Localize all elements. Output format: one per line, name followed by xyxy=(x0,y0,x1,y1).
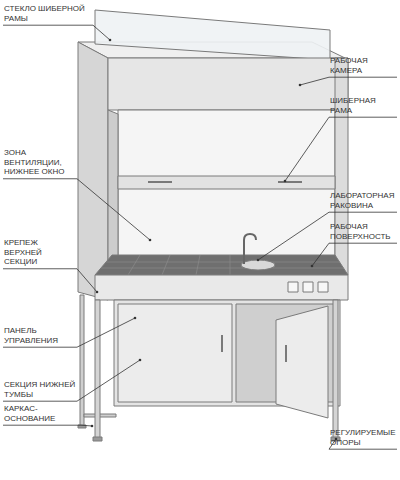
leader-dot xyxy=(109,39,112,42)
leader-dot xyxy=(311,265,314,268)
leader-line xyxy=(77,318,135,347)
part-label: КАРКАС-ОСНОВАНИЕ xyxy=(4,404,80,423)
label-underline xyxy=(329,449,397,450)
faucet xyxy=(244,234,256,264)
label-underline xyxy=(3,347,77,348)
sash-frame xyxy=(118,176,335,189)
leader-dot xyxy=(91,425,94,428)
handle xyxy=(148,181,172,183)
leader-line xyxy=(300,77,329,85)
door xyxy=(118,304,232,402)
socket xyxy=(303,282,313,292)
part-label: СТЕКЛО ШИБЕРНОЙ РАМЫ xyxy=(4,4,92,23)
leader-dot xyxy=(299,84,302,87)
chamber-back xyxy=(118,110,335,258)
label-underline xyxy=(3,401,77,402)
part-label: РАБОЧАЯ ПОВЕРХНОСТЬ xyxy=(330,222,396,241)
part-label: РАБОЧАЯ КАМЕРА xyxy=(330,56,396,75)
label-underline xyxy=(329,243,397,244)
label-underline xyxy=(3,268,77,269)
leader-line xyxy=(77,179,150,240)
leader-line xyxy=(285,117,329,181)
frame-post xyxy=(335,58,348,275)
leader-line xyxy=(81,425,92,427)
socket xyxy=(288,282,298,292)
leader-dot xyxy=(257,259,260,262)
foot xyxy=(93,437,102,441)
leg xyxy=(333,300,338,438)
leader-dot xyxy=(96,291,99,294)
leader-dot xyxy=(284,180,287,183)
side-panel xyxy=(78,42,108,300)
chamber-side xyxy=(108,110,118,262)
leader-dot xyxy=(149,239,152,242)
header-panel xyxy=(108,58,348,110)
part-label: РЕГУЛИРУЕМЫЕ ОПОРЫ xyxy=(330,428,396,447)
leader-line xyxy=(258,212,329,260)
label-underline xyxy=(329,77,397,78)
work-surface xyxy=(95,255,348,275)
part-label: ЗОНА ВЕНТИЛЯЦИИ, НИЖНЕЕ ОКНО xyxy=(4,148,76,177)
handle xyxy=(278,181,302,183)
sash-glass xyxy=(95,10,330,60)
leader-dot xyxy=(134,317,137,320)
label-underline xyxy=(3,425,81,426)
leader-line xyxy=(93,25,110,40)
label-underline xyxy=(3,25,93,26)
open-door xyxy=(276,306,328,418)
label-underline xyxy=(329,117,397,118)
leader-line xyxy=(77,360,140,401)
socket xyxy=(318,282,328,292)
label-underline xyxy=(329,212,397,213)
leg xyxy=(95,300,100,438)
leg xyxy=(80,295,84,427)
worktop-front xyxy=(95,275,348,300)
sink xyxy=(241,260,275,270)
leader-line xyxy=(312,243,329,266)
part-label: СЕКЦИЯ НИЖНЕЙ ТУМБЫ xyxy=(4,380,76,399)
part-label: ШИБЕРНАЯ РАМА xyxy=(330,96,396,115)
part-label: КРЕПЕЖ ВЕРХНЕЙ СЕКЦИИ xyxy=(4,238,76,267)
part-label: ЛАБОРАТОРНАЯ РАКОВИНА xyxy=(330,191,396,210)
part-label: ПАНЕЛЬ УПРАВЛЕНИЯ xyxy=(4,326,76,345)
leader-line xyxy=(77,269,97,292)
label-underline xyxy=(3,178,77,179)
leader-dot xyxy=(139,359,142,362)
